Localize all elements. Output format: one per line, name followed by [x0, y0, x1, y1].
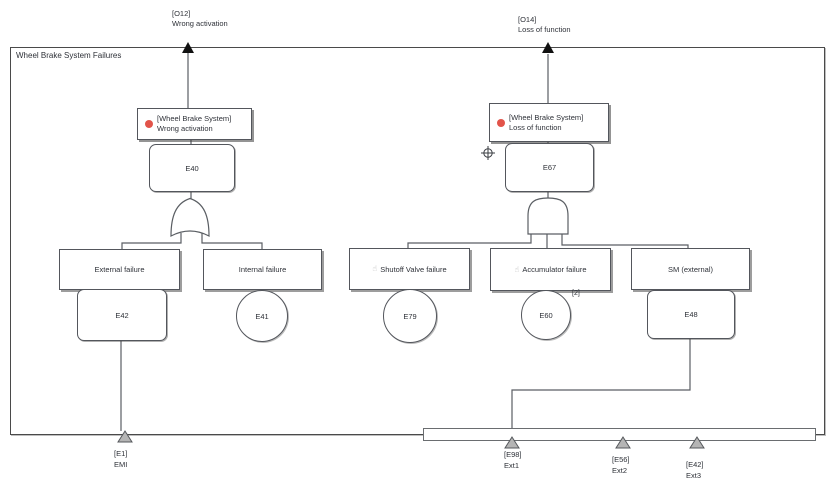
external-id: [E42] [686, 460, 704, 469]
child-label: External failure [94, 265, 145, 274]
output-o14-id: [O14] [518, 15, 537, 24]
child-label: Shutoff Valve failure [380, 264, 447, 274]
external-label-e42: [E42] Ext3 [686, 460, 704, 481]
event-marker-icon: ☝ [372, 264, 378, 273]
root-event-box-wrong-activation[interactable]: [Wheel Brake System] Wrong activation [137, 108, 252, 140]
root-event-box-loss-of-function[interactable]: [Wheel Brake System] Loss of function [489, 103, 609, 142]
output-label-o12: [O12] Wrong activation [172, 9, 228, 29]
system-boundary-frame[interactable]: Wheel Brake System Failures [10, 47, 825, 435]
child-label: Internal failure [238, 265, 287, 274]
event-id-box-e48[interactable]: E48 [647, 290, 735, 339]
external-label-e98: [E98] Ext1 [504, 450, 522, 471]
basic-event-circle-e41[interactable]: E41 [236, 290, 288, 342]
output-label-o14: [O14] Loss of function [518, 15, 571, 35]
event-id-label: E67 [542, 163, 557, 172]
basic-event-circle-e60[interactable]: E60 [521, 290, 571, 340]
event-marker-icon: ☝ [514, 264, 520, 274]
event-id-label: E60 [539, 310, 553, 320]
alert-dot-icon [145, 120, 153, 128]
child-label: SM (external) [667, 264, 713, 274]
output-o12-id: [O12] [172, 9, 191, 18]
transfer-triangle-e56[interactable] [615, 436, 631, 449]
event-id-label: E40 [185, 163, 199, 173]
event-id-label: E79 [403, 311, 417, 321]
count-badge: [2] [572, 290, 580, 297]
transfer-triangle-e1[interactable] [117, 430, 133, 443]
output-arrow-o14 [542, 42, 554, 53]
alert-dot-icon [497, 118, 505, 127]
event-id-label: E48 [684, 310, 698, 319]
root-line2: Wrong activation [157, 124, 213, 133]
event-id-box-e42[interactable]: E42 [77, 289, 167, 341]
transfer-bus-bar[interactable] [423, 428, 816, 441]
transfer-triangle-e42[interactable] [689, 436, 705, 449]
external-id: [E56] [612, 455, 630, 464]
transfer-triangle-e98[interactable] [504, 436, 520, 449]
child-box-internal-failure[interactable]: Internal failure [203, 249, 322, 290]
external-id: [E98] [504, 450, 522, 459]
child-box-sm-external[interactable]: SM (external) [631, 248, 750, 290]
event-id-label: E42 [115, 310, 129, 320]
or-gate[interactable] [170, 197, 210, 237]
frame-title: Wheel Brake System Failures [16, 51, 122, 60]
output-o12-name: Wrong activation [172, 19, 228, 28]
anchor-crosshair-icon[interactable] [481, 146, 495, 160]
external-label-e1: [E1] EMI [114, 449, 127, 470]
root-line2: Loss of function [509, 122, 562, 132]
external-id: [E1] [114, 449, 128, 458]
event-id-box-e67[interactable]: E67 [505, 143, 594, 192]
child-box-shutoff-valve-failure[interactable]: ☝ Shutoff Valve failure [349, 248, 470, 290]
output-o14-name: Loss of function [518, 25, 571, 34]
and-gate[interactable] [527, 197, 569, 235]
external-label-e56: [E56] Ext2 [612, 455, 630, 476]
external-name: EMI [114, 459, 128, 469]
output-arrow-o12 [182, 42, 194, 53]
external-name: Ext1 [504, 460, 520, 470]
root-line1: [Wheel Brake System] [157, 114, 232, 123]
basic-event-circle-e79[interactable]: E79 [383, 289, 437, 343]
external-name: Ext3 [686, 470, 702, 480]
root-line1: [Wheel Brake System] [509, 112, 584, 122]
event-id-label: E41 [255, 311, 269, 321]
external-name: Ext2 [612, 465, 628, 475]
child-box-external-failure[interactable]: External failure [59, 249, 180, 290]
event-id-box-e40[interactable]: E40 [149, 144, 235, 192]
child-label: Accumulator failure [522, 265, 587, 274]
